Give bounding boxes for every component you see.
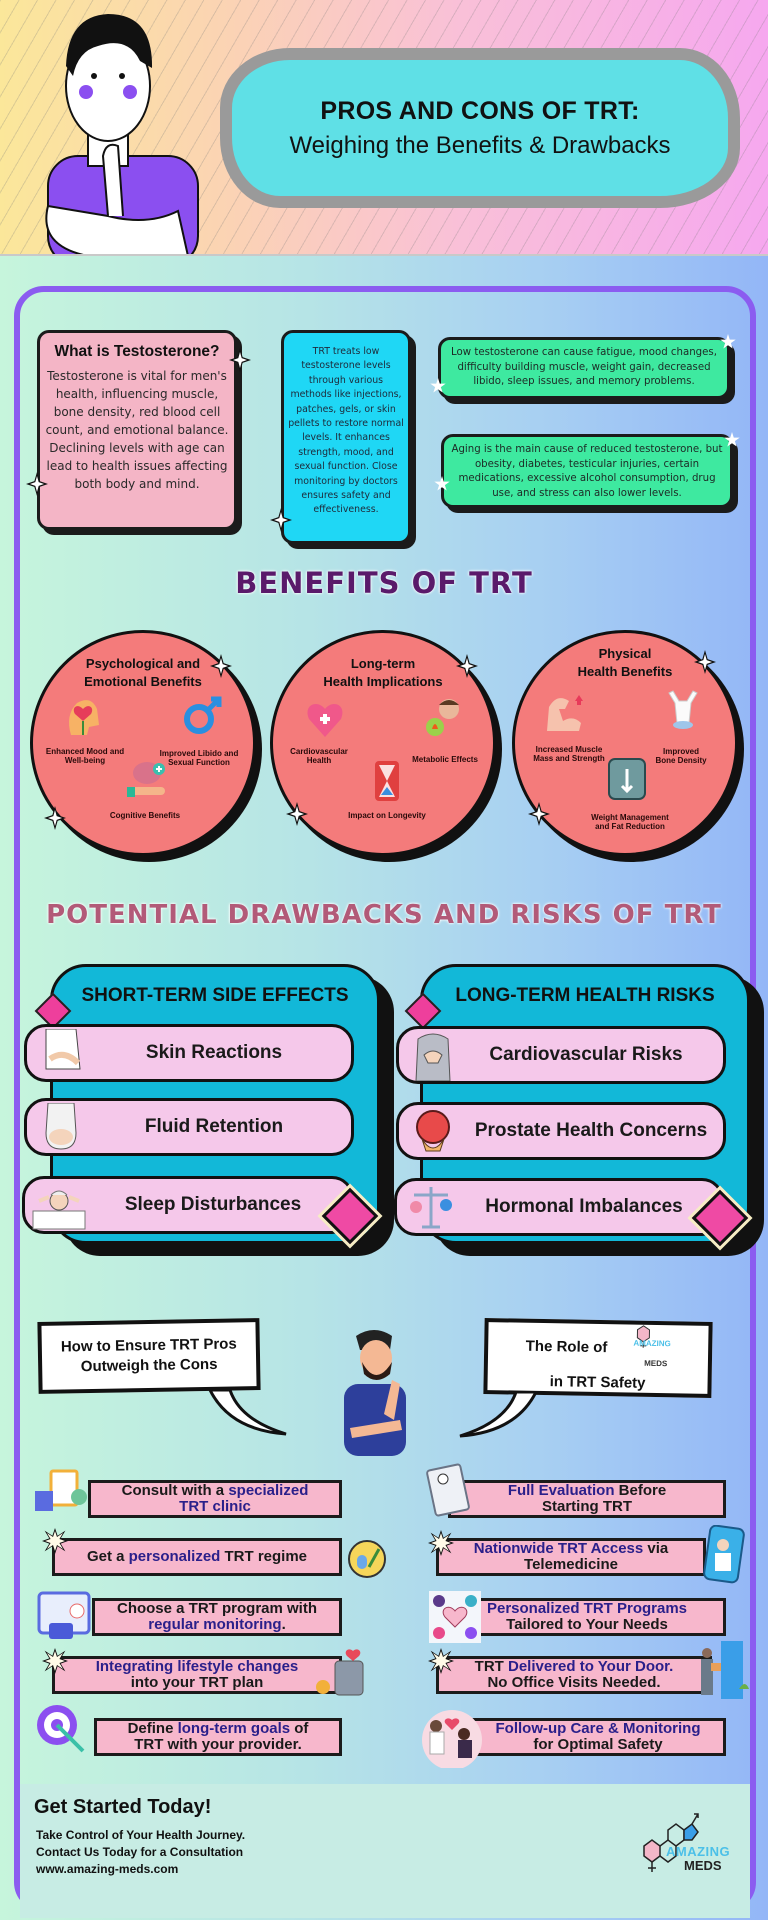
- low-t-symptoms-card: Low testosterone can cause fatigue, mood…: [438, 337, 730, 399]
- tip-row: Follow-up Care & Monitoring for Optimal …: [470, 1718, 726, 1756]
- card-body: Testosterone is vital for men's health, …: [45, 369, 229, 491]
- delivery-door-icon: [686, 1641, 756, 1700]
- target-goal-icon: [30, 1700, 100, 1758]
- benefit-item: Cognitive Benefits: [109, 811, 181, 820]
- burst-icon: [428, 1530, 454, 1556]
- brain-hand-icon: [125, 757, 169, 801]
- benefit-group-long-term: Long-term Health Implications Cardiovasc…: [270, 630, 496, 856]
- what-is-testosterone-card: What is Testosterone? Testosterone is vi…: [37, 330, 237, 530]
- page-title: PROS AND CONS OF TRT:: [320, 96, 640, 125]
- burst-icon: [42, 1528, 68, 1554]
- thinking-man-illustration: [344, 1330, 406, 1456]
- hexagon-logo-icon: [636, 1325, 650, 1348]
- fitness-scale-icon: [310, 1646, 380, 1704]
- calendar-icon: [26, 1588, 96, 1646]
- tip-row: Get a personalized TRT regime: [52, 1538, 342, 1576]
- amazing-meds-logo: AMAZING MEDS: [615, 1323, 671, 1374]
- footer-cta: Contact Us Today for a Consultation: [36, 1845, 244, 1859]
- burst-icon: [42, 1648, 68, 1674]
- hormone-scale-illustration: [403, 1183, 459, 1233]
- molecule-logo-icon: [643, 1813, 699, 1872]
- side-effect-item: Skin Reactions: [24, 1024, 354, 1082]
- health-risk-item: Prostate Health Concerns: [396, 1102, 726, 1160]
- flexed-arm-icon: [543, 691, 587, 735]
- hourglass-icon: [365, 759, 409, 803]
- benefit-group-title: Psychological and Emotional Benefits: [84, 656, 202, 689]
- telemedicine-phone-icon: [686, 1525, 756, 1584]
- tip-row: Choose a TRT program with regular monito…: [92, 1598, 342, 1636]
- card-body: TRT treats low testosterone levels throu…: [288, 346, 404, 516]
- title-bubble: PROS AND CONS OF TRT: Weighing the Benef…: [220, 48, 740, 208]
- medical-clipboard-icon: [414, 1463, 484, 1522]
- tip-row: Consult with a specialized TRT clinic: [88, 1480, 342, 1518]
- tip-row: Nationwide TRT Access via Telemedicine: [436, 1538, 706, 1576]
- metabolism-icon: [423, 695, 467, 739]
- chest-pain-illustration: [405, 1031, 461, 1081]
- doctor-patient-icon: [414, 1704, 490, 1768]
- sleep-disturbance-illustration: [31, 1181, 87, 1231]
- speech-tail: [459, 1392, 538, 1438]
- pills-syringe-icon: [330, 1530, 400, 1588]
- fluid-retention-illustration: [33, 1103, 89, 1153]
- tip-row: TRT Delivered to Your Door. No Office Vi…: [436, 1656, 712, 1694]
- side-effect-item: Sleep Disturbances: [22, 1176, 354, 1234]
- skin-reaction-illustration: [33, 1029, 89, 1079]
- speech-tail: [208, 1390, 287, 1436]
- amazing-meds-logo: AMAZING MEDS: [640, 1810, 740, 1874]
- burst-icon: [428, 1648, 454, 1674]
- benefit-group-physical: Physical Health Benefits Increased Muscl…: [512, 630, 738, 856]
- male-symbol-icon: [181, 693, 225, 737]
- panel-heading: LONG-TERM HEALTH RISKS: [455, 985, 715, 1006]
- panel-heading: SHORT-TERM SIDE EFFECTS: [81, 985, 349, 1006]
- role-of-amazing-meds-speech-bubble: The Role of AMAZING MEDS in TRT Safety: [483, 1318, 713, 1398]
- footer-website-link[interactable]: www.amazing-meds.com: [36, 1862, 179, 1876]
- card-body: Aging is the main cause of reduced testo…: [451, 444, 723, 499]
- thinking-man-illustration: [45, 14, 199, 254]
- health-risk-item: Cardiovascular Risks: [396, 1026, 726, 1084]
- low-t-causes-card: Aging is the main cause of reduced testo…: [441, 434, 733, 508]
- clipboard-stethoscope-icon: [26, 1466, 96, 1524]
- scale-icon: [605, 757, 649, 801]
- header-banner: PROS AND CONS OF TRT: Weighing the Benef…: [0, 0, 768, 256]
- heart-plus-icon: [303, 697, 347, 741]
- footer: Get Started Today! Take Control of Your …: [20, 1784, 750, 1918]
- side-effect-item: Fluid Retention: [24, 1098, 354, 1156]
- people-heart-icon: [420, 1588, 490, 1646]
- heart-head-icon: [61, 695, 105, 739]
- tip-row: Integrating lifestyle changes into your …: [52, 1656, 342, 1694]
- tip-row: Full Evaluation Before Starting TRT: [448, 1480, 726, 1518]
- benefit-item: Impact on Longevity: [348, 811, 426, 820]
- card-body: Low testosterone can cause fatigue, mood…: [451, 347, 717, 387]
- page-subtitle: Weighing the Benefits & Drawbacks: [289, 131, 671, 159]
- bone-icon: [661, 687, 705, 731]
- health-risk-item: Hormonal Imbalances: [394, 1178, 724, 1236]
- benefit-item: Metabolic Effects: [412, 755, 478, 764]
- footer-heading: Get Started Today!: [34, 1796, 212, 1818]
- trt-treatment-card: TRT treats low testosterone levels throu…: [281, 330, 411, 544]
- benefits-title: BENEFITS OF TRT: [235, 566, 533, 600]
- tip-row: Define long-term goals of TRT with your …: [94, 1718, 342, 1756]
- footer-tagline: Take Control of Your Health Journey.: [36, 1828, 246, 1842]
- card-heading: What is Testosterone?: [54, 343, 220, 360]
- drawbacks-title: POTENTIAL DRAWBACKS AND RISKS OF TRT: [46, 900, 722, 930]
- how-to-ensure-speech-bubble: How to Ensure TRT Pros Outweigh the Cons: [37, 1318, 261, 1394]
- benefit-group-title: Physical Health Benefits: [577, 646, 673, 679]
- prostate-illustration: [405, 1107, 461, 1157]
- benefit-group-title: Long-term Health Implications: [323, 656, 443, 689]
